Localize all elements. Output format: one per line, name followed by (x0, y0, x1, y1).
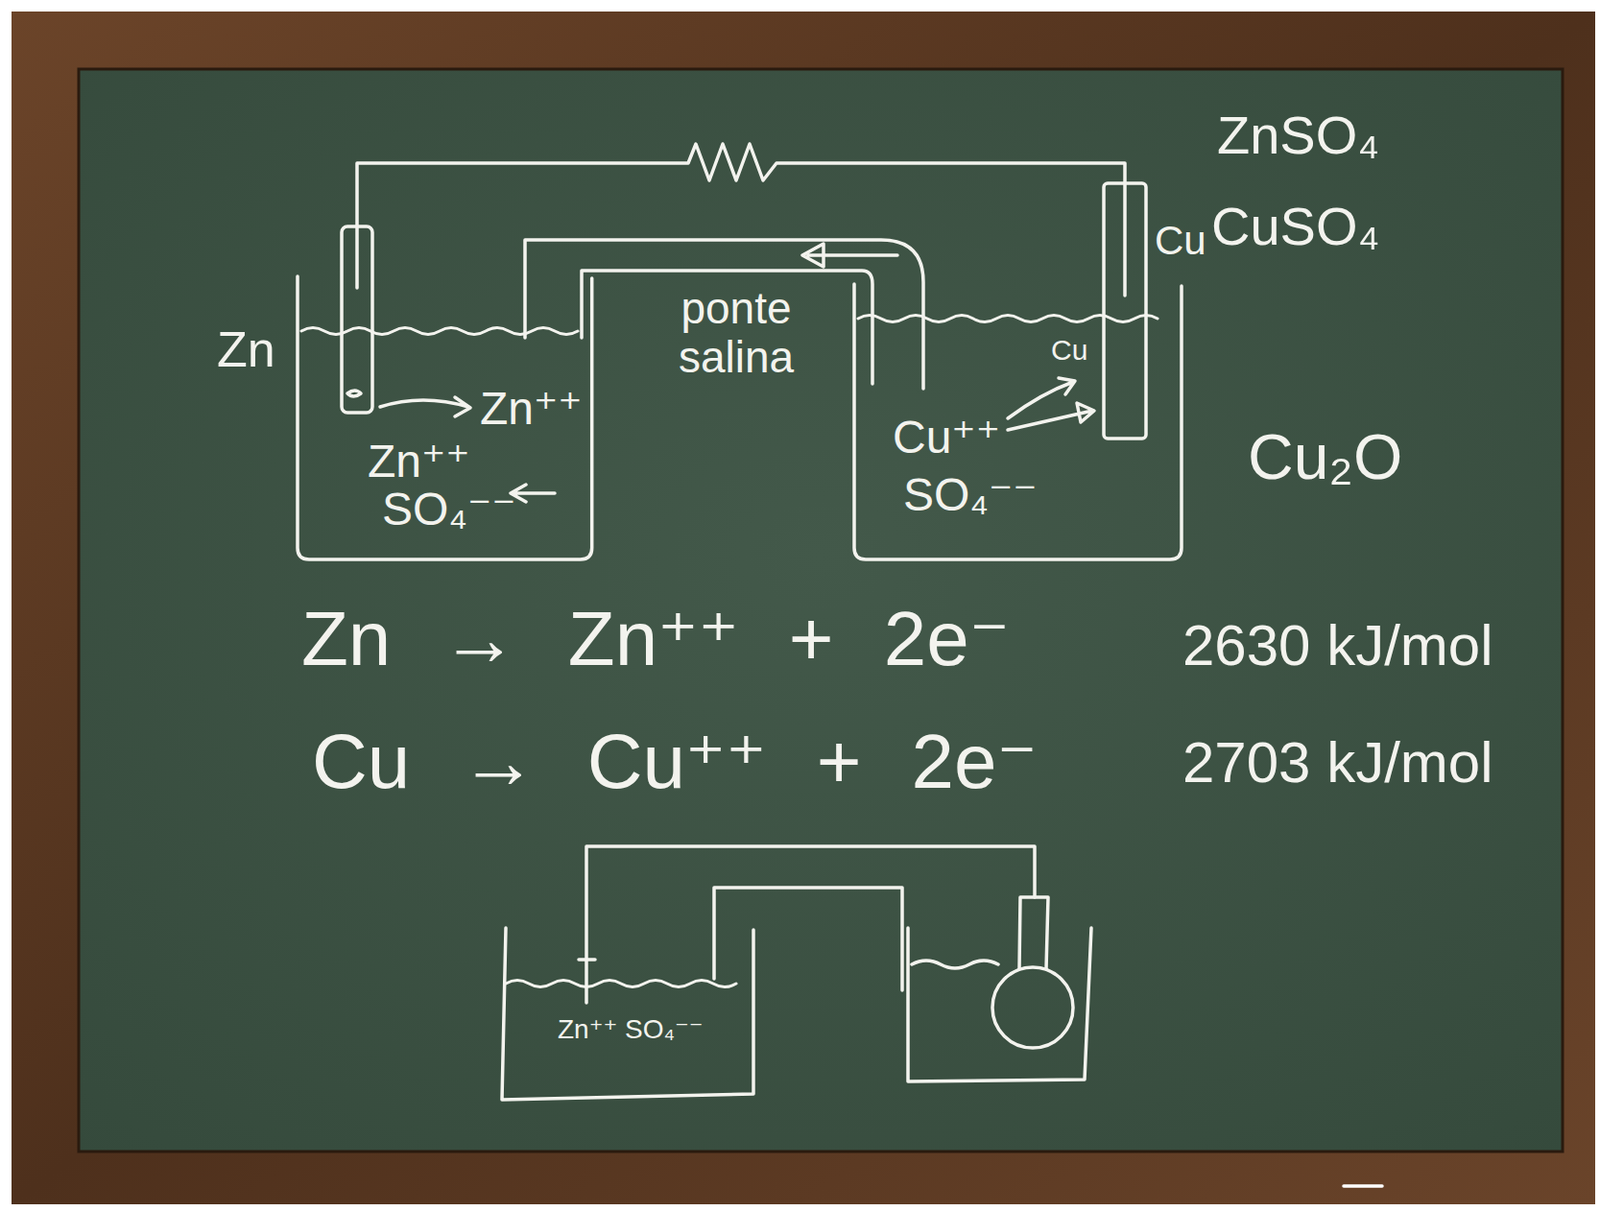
beaker: CuCu⁺⁺ SO₄⁻⁻ (852, 295, 1184, 562)
ion-label: SO₄⁻⁻ (382, 484, 517, 536)
ion-arrow (380, 397, 471, 417)
chalk-label: ponte salina (625, 284, 847, 382)
beaker: Zn⁺⁺Zn⁺⁺SO₄⁻⁻ (295, 287, 595, 562)
chalk-label: Cu (1154, 218, 1207, 263)
ion-arrow (1007, 378, 1075, 419)
beaker (907, 928, 1092, 1082)
flask-neck (1019, 897, 1049, 970)
ion-label: Cu (1050, 334, 1088, 366)
chalkboard (78, 69, 1563, 1152)
chalk-label: Zn (216, 322, 276, 378)
ion-label: Zn⁺⁺ SO₄⁻⁻ (557, 1015, 703, 1046)
ion-label: SO₄⁻⁻ (903, 470, 1038, 522)
equation-text: 2703 kJ/mol (1182, 731, 1494, 795)
chalk-label: ZnSO₄ (1217, 105, 1380, 166)
liquid-level (911, 960, 999, 969)
beaker-wall (501, 928, 754, 1100)
bridge-ion-arrow (802, 243, 898, 267)
ion-arrow (510, 484, 555, 502)
chalk-piece (1343, 1184, 1383, 1189)
liquid-level (858, 315, 1158, 323)
chalk-label: CuSO₄ (1211, 196, 1380, 257)
wood-frame (11, 11, 1596, 1205)
flask-bulb (992, 967, 1074, 1049)
liquid-level (505, 980, 737, 988)
beaker: Zn⁺⁺ SO₄⁻⁻ (500, 933, 756, 1102)
beaker-wall (854, 284, 1182, 560)
chalk-label: Cu₂O (1247, 422, 1403, 493)
salt-bridge (714, 887, 903, 991)
equation-text: 2630 kJ/mol (1182, 614, 1494, 678)
salt-bridge (581, 270, 873, 384)
ion-arrow (1007, 403, 1095, 430)
equation-text: Cu → Cu⁺⁺ + 2e⁻ (311, 719, 1038, 805)
wire-with-resistor (357, 143, 1125, 296)
ion-label: Zn⁺⁺ (479, 383, 583, 435)
salt-bridge (525, 239, 924, 389)
ion-label: Cu⁺⁺ (892, 412, 1001, 464)
electrode-mark (347, 390, 361, 397)
beaker-wall (297, 276, 593, 560)
liquid-level (301, 328, 578, 335)
electrode-mark (578, 957, 596, 962)
equation-text: Zn → Zn⁺⁺ + 2e⁻ (301, 597, 1010, 682)
ion-label: Zn⁺⁺ (367, 436, 471, 488)
